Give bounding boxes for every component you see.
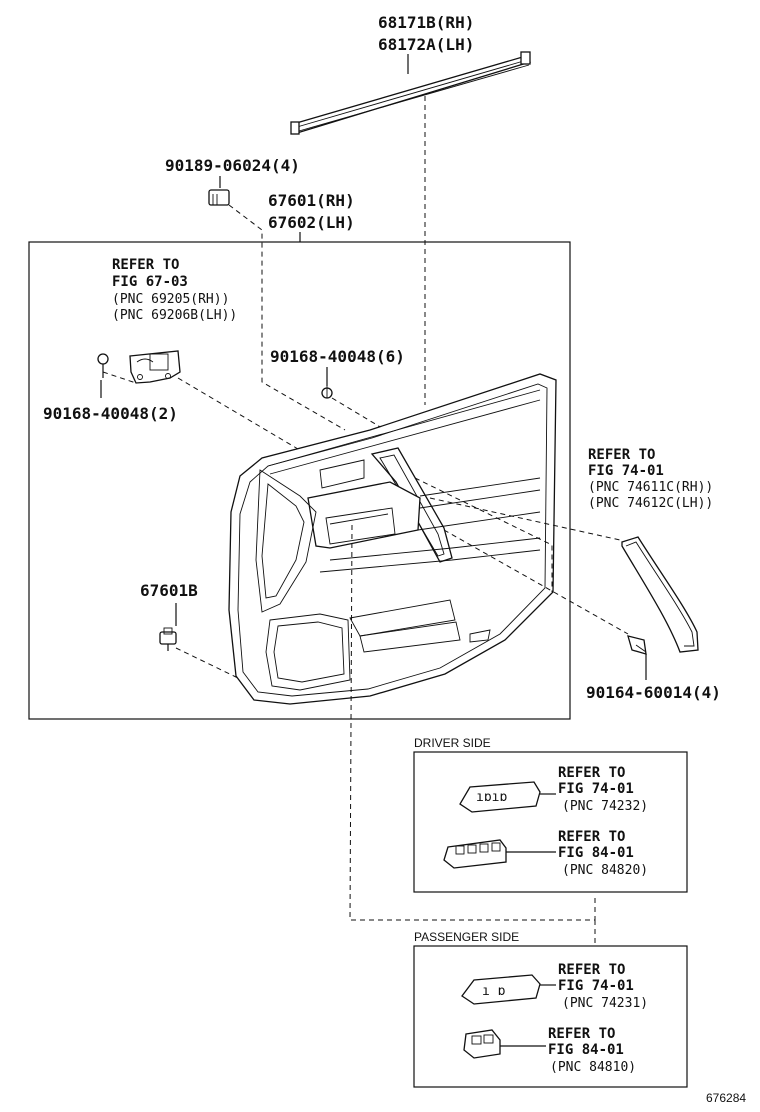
clip-top-part (208, 189, 230, 206)
passenger-switch-base-part: ı ɒ (461, 974, 541, 1005)
passenger-switch-ref-line3: (PNC 84810) (550, 1060, 636, 1075)
handle-ref-line2: FIG 67-03 (112, 274, 188, 290)
clip-67601b-part (159, 627, 177, 651)
screw-right-part (627, 635, 647, 680)
passenger-side-box (413, 945, 688, 1088)
label-screw-right: 90164-60014(4) (586, 683, 721, 702)
garnish-ref-line1: REFER TO (588, 447, 655, 463)
screw-left-part (97, 353, 109, 378)
passenger-switch-ref-line2: FIG 84-01 (548, 1042, 624, 1058)
label-clip-top: 90189-06024(4) (165, 156, 300, 175)
svg-text:ıɒıɒ: ıɒıɒ (476, 790, 507, 805)
garnish-dash-2 (429, 497, 621, 541)
driver-switch-ref-line2: FIG 84-01 (558, 845, 634, 861)
label-panel-lh: 67602(LH) (268, 213, 355, 232)
screw-left-dash (102, 371, 137, 384)
clip-67601b-dash (175, 647, 239, 679)
weatherstrip-part (290, 51, 532, 135)
label-weatherstrip-lh: 68172A(LH) (378, 35, 474, 54)
passenger-side-label: PASSENGER SIDE (414, 930, 519, 944)
switch-dash (349, 524, 596, 921)
garnish-dash-1 (414, 477, 553, 592)
screw-mid-part (321, 385, 333, 399)
passenger-switch-part (463, 1029, 501, 1059)
driver-base-ref-line3: (PNC 74232) (562, 799, 648, 814)
garnish-ref-line4: (PNC 74612C(LH)) (588, 496, 713, 511)
driver-base-ref-line1: REFER TO (558, 765, 625, 781)
handle-ref-line1: REFER TO (112, 257, 179, 273)
screw-mid-dash (331, 397, 383, 429)
door-trim-panel (228, 373, 557, 705)
label-screw-left: 90168-40048(2) (43, 404, 178, 423)
label-clip-67601b: 67601B (140, 581, 198, 600)
label-panel-rh: 67601(RH) (268, 191, 355, 210)
figure-number: 676284 (706, 1091, 746, 1105)
clip-top-dash (228, 204, 346, 431)
garnish-ref-line3: (PNC 74611C(RH)) (588, 480, 713, 495)
driver-side-box (413, 751, 688, 893)
driver-switch-ref-line3: (PNC 84820) (562, 863, 648, 878)
passenger-switch-ref-line1: REFER TO (548, 1026, 615, 1042)
passenger-base-ref-line2: FIG 74-01 (558, 978, 634, 994)
driver-switch-base-part: ıɒıɒ (459, 781, 541, 813)
garnish-part (621, 536, 699, 653)
driver-switch-ref-line1: REFER TO (558, 829, 625, 845)
svg-text:ı ɒ: ı ɒ (482, 984, 506, 999)
driver-side-label: DRIVER SIDE (414, 736, 491, 750)
inside-handle-part (129, 350, 181, 384)
handle-ref-line3: (PNC 69205(RH)) (112, 292, 229, 307)
label-weatherstrip-rh: 68171B(RH) (378, 13, 474, 32)
driver-base-ref-line2: FIG 74-01 (558, 781, 634, 797)
passenger-base-ref-line1: REFER TO (558, 962, 625, 978)
handle-ref-line4: (PNC 69206B(LH)) (112, 308, 237, 323)
label-screw-mid: 90168-40048(6) (270, 347, 405, 366)
passenger-base-ref-line3: (PNC 74231) (562, 996, 648, 1011)
handle-dash (177, 377, 299, 450)
garnish-ref-line2: FIG 74-01 (588, 463, 664, 479)
driver-switch-part (443, 839, 507, 869)
